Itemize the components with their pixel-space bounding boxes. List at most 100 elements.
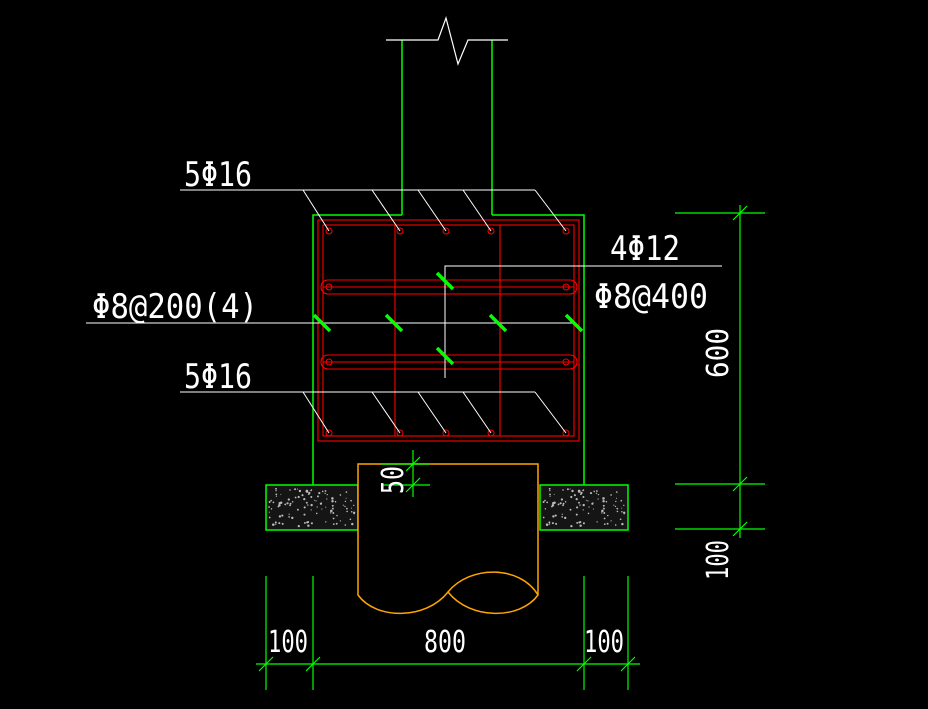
- concrete-speck: [349, 518, 352, 521]
- concrete-speck: [562, 504, 564, 507]
- concrete-speck: [291, 501, 294, 503]
- concrete-speck: [305, 501, 308, 504]
- concrete-speck: [601, 509, 604, 513]
- concrete-speck: [278, 515, 282, 518]
- concrete-speck: [281, 522, 284, 525]
- concrete-speck: [353, 513, 355, 515]
- concrete-speck: [275, 490, 277, 492]
- concrete-speck: [307, 504, 309, 506]
- label-top-bars: 5Φ16: [184, 155, 252, 195]
- concrete-speck: [548, 487, 551, 490]
- concrete-speck: [325, 506, 327, 508]
- concrete-speck: [350, 507, 353, 509]
- concrete-speck: [280, 493, 282, 495]
- concrete-speck: [615, 500, 617, 503]
- concrete-speck: [301, 494, 304, 497]
- concrete-speck: [284, 503, 287, 506]
- concrete-speck: [595, 492, 598, 494]
- concrete-speck: [610, 494, 612, 496]
- rebar-cage: [317, 219, 580, 442]
- concrete-speck: [331, 497, 334, 500]
- concrete-speck: [325, 521, 327, 523]
- concrete-speck: [616, 507, 619, 510]
- concrete-speck: [582, 496, 585, 498]
- label-stirrup-main: Φ8@200(4): [92, 287, 258, 327]
- concrete-speck: [578, 521, 581, 524]
- concrete-speck: [303, 506, 306, 509]
- concrete-speck: [588, 506, 590, 508]
- concrete-speck: [268, 511, 270, 513]
- column-outline: [401, 40, 493, 215]
- concrete-speck: [601, 512, 603, 514]
- concrete-speck: [324, 490, 327, 492]
- concrete-speck: [350, 511, 353, 513]
- concrete-speck: [596, 490, 598, 492]
- concrete-speck: [294, 496, 297, 499]
- concrete-speck: [317, 495, 319, 498]
- concrete-speck: [305, 489, 309, 493]
- concrete-speck: [575, 497, 578, 501]
- concrete-speck: [307, 524, 310, 527]
- concrete-speck: [596, 521, 598, 523]
- concrete-speck: [582, 509, 584, 511]
- concrete-speck: [621, 511, 623, 513]
- concrete-speck: [597, 498, 599, 500]
- concrete-speck: [270, 499, 272, 502]
- concrete-speck: [339, 520, 342, 522]
- concrete-speck: [297, 495, 300, 499]
- concrete-speck: [570, 495, 573, 499]
- concrete-speck: [329, 512, 332, 514]
- concrete-speck: [549, 490, 551, 492]
- concrete-speck: [350, 499, 352, 502]
- concrete-speck: [614, 524, 617, 526]
- concrete-blinding-left: [265, 484, 359, 531]
- concrete-speck: [321, 490, 324, 493]
- concrete-speck: [326, 493, 328, 496]
- concrete-speck: [542, 516, 545, 519]
- concrete-speck: [573, 494, 576, 497]
- concrete-speck: [289, 504, 291, 507]
- concrete-speck: [564, 501, 567, 503]
- concrete-speck: [287, 498, 290, 501]
- concrete-speck: [345, 491, 348, 493]
- concrete-speck: [310, 496, 313, 498]
- concrete-speck: [545, 523, 549, 526]
- break-line: [386, 15, 508, 66]
- concrete-speck: [303, 513, 306, 516]
- concrete-speck: [589, 492, 593, 495]
- concrete-speck: [310, 503, 313, 507]
- concrete-speck: [577, 489, 581, 493]
- concrete-speck: [553, 501, 556, 504]
- concrete-speck: [603, 523, 606, 525]
- dim-height: 600: [701, 328, 736, 378]
- concrete-speck: [548, 521, 551, 524]
- concrete-speck: [623, 513, 625, 515]
- dim-width: 800: [424, 625, 466, 660]
- concrete-speck: [281, 514, 284, 517]
- concrete-speck: [561, 516, 563, 518]
- concrete-speck: [346, 507, 348, 510]
- concrete-speck: [607, 514, 609, 517]
- concrete-speck: [623, 511, 626, 514]
- concrete-speck: [315, 500, 317, 502]
- concrete-speck: [289, 502, 292, 505]
- concrete-speck: [597, 493, 600, 496]
- concrete-speck: [310, 489, 312, 492]
- concrete-speck: [569, 508, 572, 511]
- concrete-speck: [351, 522, 354, 526]
- concrete-speck: [334, 500, 337, 503]
- concrete-speck: [582, 503, 585, 507]
- concrete-speck: [544, 499, 546, 502]
- concrete-speck: [615, 497, 618, 499]
- concrete-speck: [342, 504, 344, 506]
- concrete-speck: [307, 493, 310, 495]
- concrete-speck: [623, 504, 625, 507]
- dim-left-offset: 100: [268, 625, 308, 660]
- tie-marks: [312, 271, 584, 366]
- concrete-speck: [331, 507, 334, 510]
- concrete-speck: [336, 514, 338, 517]
- leader-lines: [86, 189, 722, 434]
- concrete-speck: [331, 499, 334, 503]
- concrete-speck: [324, 492, 326, 494]
